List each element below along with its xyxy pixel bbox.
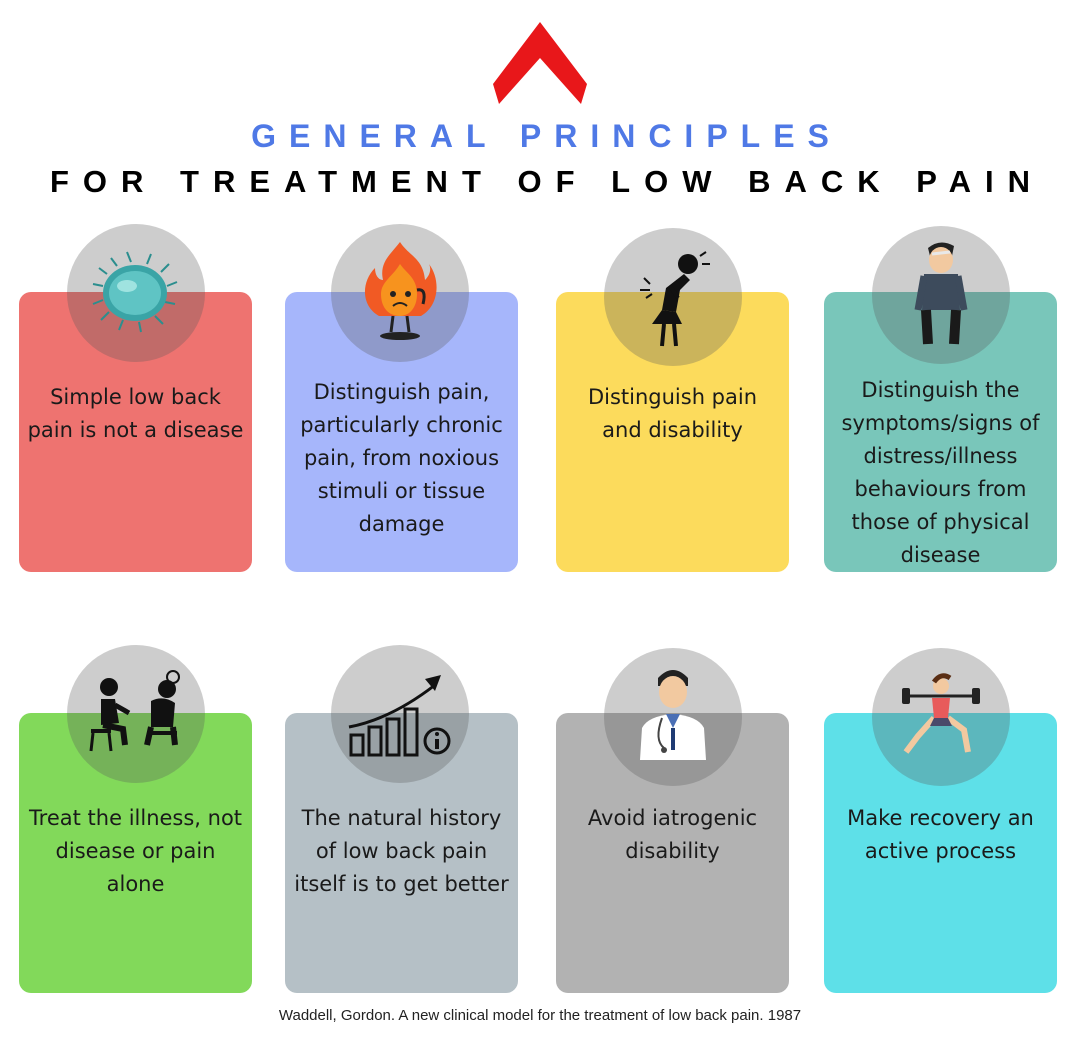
title-general-principles: GENERAL PRINCIPLES [251,118,842,154]
principle-card-4: Distinguish the symptoms/signs of distre… [824,292,1057,572]
bacteria-icon [92,251,178,333]
fire-character-icon [364,242,437,340]
icon-circle-8 [872,648,1010,786]
principle-card-8: Make recovery an active process [824,713,1057,993]
principle-card-6: The natural history of low back pain its… [285,713,518,993]
title-treatment-low-back-pain: FOR TREATMENT OF LOW BACK PAIN [49,164,1044,199]
principle-text-4: Distinguish the symptoms/signs of distre… [841,378,1040,567]
principle-text-5: Treat the illness, not disease or pain a… [28,806,243,896]
back-pain-woman-icon [640,251,710,347]
icon-circle-4 [872,226,1010,364]
principle-text-3: Distinguish pain and disability [587,385,758,442]
icon-circle-1 [67,224,205,362]
rising-chart-icon [348,675,451,757]
icon-circle-7 [604,648,742,786]
principle-card-1: Simple low back pain is not a disease [19,292,252,572]
therapy-session-icon [89,670,180,752]
icon-circle-2 [331,224,469,362]
citation: Waddell, Gordon. A new clinical model fo… [278,1007,802,1024]
doctor-icon [640,670,706,760]
principle-text-2: Distinguish pain, particularly chronic p… [300,380,503,536]
principle-text-6: The natural history of low back pain its… [294,806,509,896]
icon-circle-3 [604,228,742,366]
exercise-woman-icon [902,673,980,754]
icon-circle-6 [331,645,469,783]
principle-text-8: Make recovery an active process [847,806,1034,863]
distressed-man-icon [914,242,968,345]
principle-text-1: Simple low back pain is not a disease [27,385,244,442]
principle-card-5: Treat the illness, not disease or pain a… [19,713,252,993]
brand-logo [493,22,587,104]
icon-circle-5 [67,645,205,783]
principle-text-7: Avoid iatrogenic disability [587,806,758,863]
principle-card-3: Distinguish pain and disability [556,292,789,572]
